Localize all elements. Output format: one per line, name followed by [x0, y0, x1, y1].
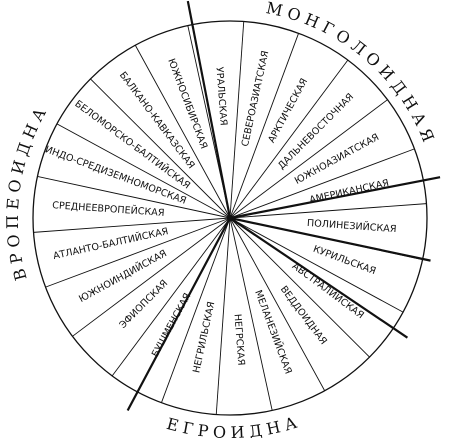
spoke-line	[229, 217, 370, 358]
spoke-line	[161, 217, 231, 403]
spoke-lines	[33, 21, 427, 415]
spoke-line	[33, 217, 231, 233]
race-label: НЕГРСКАЯ	[232, 314, 247, 366]
spoke-line	[111, 217, 231, 377]
spoke-line	[229, 217, 326, 391]
spoke-line	[45, 217, 231, 288]
outer-circle	[32, 20, 428, 416]
spoke-line	[229, 148, 415, 219]
race-label: СРЕДНЕЕВРОПЕЙСКАЯ	[52, 198, 165, 219]
spoke-line	[229, 59, 349, 219]
race-label: ВЕДДОИДНАЯ	[278, 284, 329, 347]
center-hub	[227, 215, 233, 221]
race-label: ПОЛИНЕЗИЙСКАЯ	[307, 216, 397, 235]
spoke-line	[90, 78, 231, 219]
spoke-line	[215, 217, 231, 415]
race-label: ЭФИОПСКАЯ	[118, 278, 171, 331]
race-label: АРКТИЧЕСКАЯ	[266, 77, 310, 145]
race-label: БУШМЕНСКАЯ	[150, 291, 194, 359]
group-divider-line	[229, 216, 431, 262]
race-label: КУРИЛЬСКАЯ	[311, 244, 377, 277]
spoke-line	[229, 99, 388, 219]
group-divider-line	[229, 176, 441, 220]
spoke-line	[229, 21, 245, 219]
spoke-line	[229, 217, 404, 313]
spoke-line	[72, 217, 231, 337]
spoke-line	[134, 45, 231, 219]
spoke-line	[229, 203, 427, 219]
group-divider-line	[229, 217, 409, 339]
race-label: УРАЛЬСКАЯ	[213, 67, 228, 126]
group-label-europeoid: ЕВРОПЕОИДНАЯ	[0, 0, 52, 283]
spoke-line	[229, 217, 273, 411]
race-label: СЕВЕРОАЗИАТСКАЯ	[240, 50, 271, 148]
group-divider-lines	[126, 0, 441, 411]
group-divider-line	[186, 0, 232, 219]
group-divider-line	[126, 217, 231, 411]
spoke-line	[37, 175, 231, 219]
spoke-line	[229, 33, 299, 219]
race-label: АМЕРИКАНСКАЯ	[308, 178, 390, 206]
spoke-line	[56, 123, 231, 219]
